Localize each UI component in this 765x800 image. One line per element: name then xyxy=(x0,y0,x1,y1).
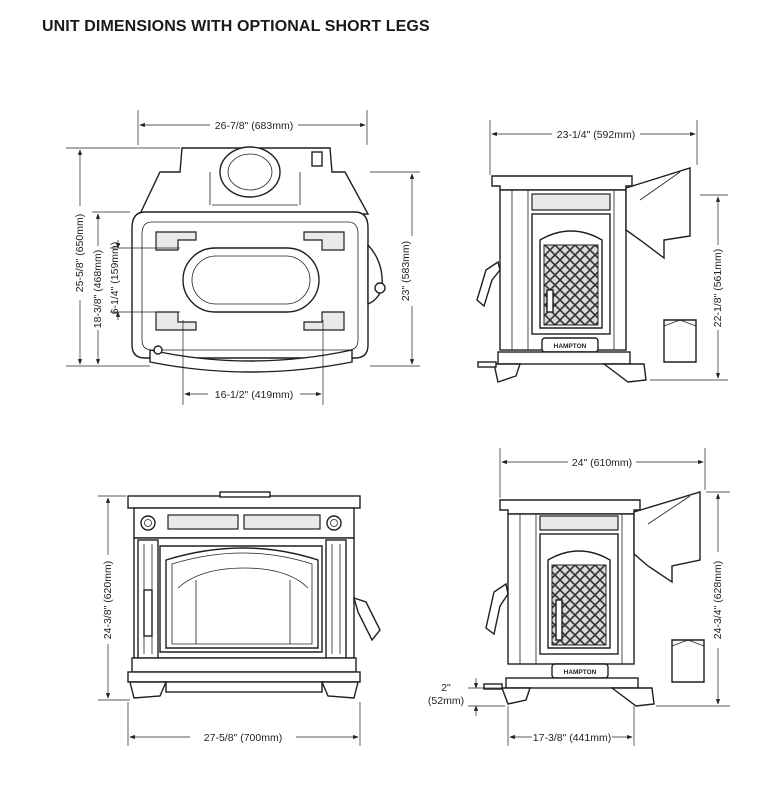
side-view-upper: HAMPTON 23-1/4" (592mm) xyxy=(476,120,728,383)
side-lower-leg-label-in: 2" xyxy=(441,682,451,694)
front-view: 24-3/8" (620mm) 27-5/8" (700mm) xyxy=(98,491,381,746)
front-height-label: 24-3/8" (620mm) xyxy=(102,561,114,639)
side-upper-width-dimension: 23-1/4" (592mm) xyxy=(489,120,698,175)
side-lower-badge: HAMPTON xyxy=(564,669,597,676)
side-lower-leg-dimension: 2" (52mm) xyxy=(428,678,505,716)
side-upper-width-label: 23-1/4" (592mm) xyxy=(557,129,635,141)
top-view: 26-7/8" (683mm) 25-5/8" (650mm) 18-3/8" … xyxy=(66,110,420,405)
top-depth-dimension: 25-5/8" (650mm) xyxy=(66,147,180,367)
top-opening-height-dimension: 6-1/4" (159mm) xyxy=(109,240,180,320)
side-view-upper-stove: HAMPTON xyxy=(476,167,697,383)
side-upper-height-dimension: 22-1/8" (561mm) xyxy=(650,194,728,381)
top-opening-width-dimension: 16-1/2" (419mm) xyxy=(182,320,324,405)
top-right-depth-dimension: 23" (583mm) xyxy=(370,171,420,367)
top-depth-label: 25-5/8" (650mm) xyxy=(74,214,86,292)
front-width-label: 27-5/8" (700mm) xyxy=(204,732,282,744)
top-width-dimension: 26-7/8" (683mm) xyxy=(137,110,368,145)
top-view-stove-outline xyxy=(131,146,386,373)
top-inner-depth-dimension: 18-3/8" (468mm) xyxy=(92,211,130,365)
side-view-lower: HAMPTON 24" (610mm) 24- xyxy=(428,448,730,746)
top-opening-width-label: 16-1/2" (419mm) xyxy=(215,389,293,401)
side-lower-height-label: 24-3/4" (628mm) xyxy=(712,561,724,639)
top-width-label: 26-7/8" (683mm) xyxy=(215,120,293,132)
front-width-dimension: 27-5/8" (700mm) xyxy=(127,702,361,746)
side-view-lower-stove: HAMPTON xyxy=(483,491,705,707)
page-title: UNIT DIMENSIONS WITH OPTIONAL SHORT LEGS xyxy=(42,18,430,35)
side-lower-depth-dimension: 17-3/8" (441mm) xyxy=(507,706,635,746)
top-right-depth-label: 23" (583mm) xyxy=(400,241,412,301)
side-lower-width-dimension: 24" (610mm) xyxy=(499,448,706,498)
side-lower-leg-label-mm: (52mm) xyxy=(428,695,464,707)
top-opening-height-label-in: 6-1/4" (159mm) xyxy=(109,242,121,315)
side-upper-badge: HAMPTON xyxy=(554,343,587,350)
side-lower-height-dimension: 24-3/4" (628mm) xyxy=(656,491,730,707)
top-inner-depth-label: 18-3/8" (468mm) xyxy=(92,250,104,328)
side-upper-height-label: 22-1/8" (561mm) xyxy=(712,249,724,327)
front-height-dimension: 24-3/8" (620mm) xyxy=(98,495,130,701)
front-view-stove xyxy=(127,491,381,699)
side-lower-depth-label: 17-3/8" (441mm) xyxy=(533,732,611,744)
side-lower-width-label: 24" (610mm) xyxy=(572,457,632,469)
